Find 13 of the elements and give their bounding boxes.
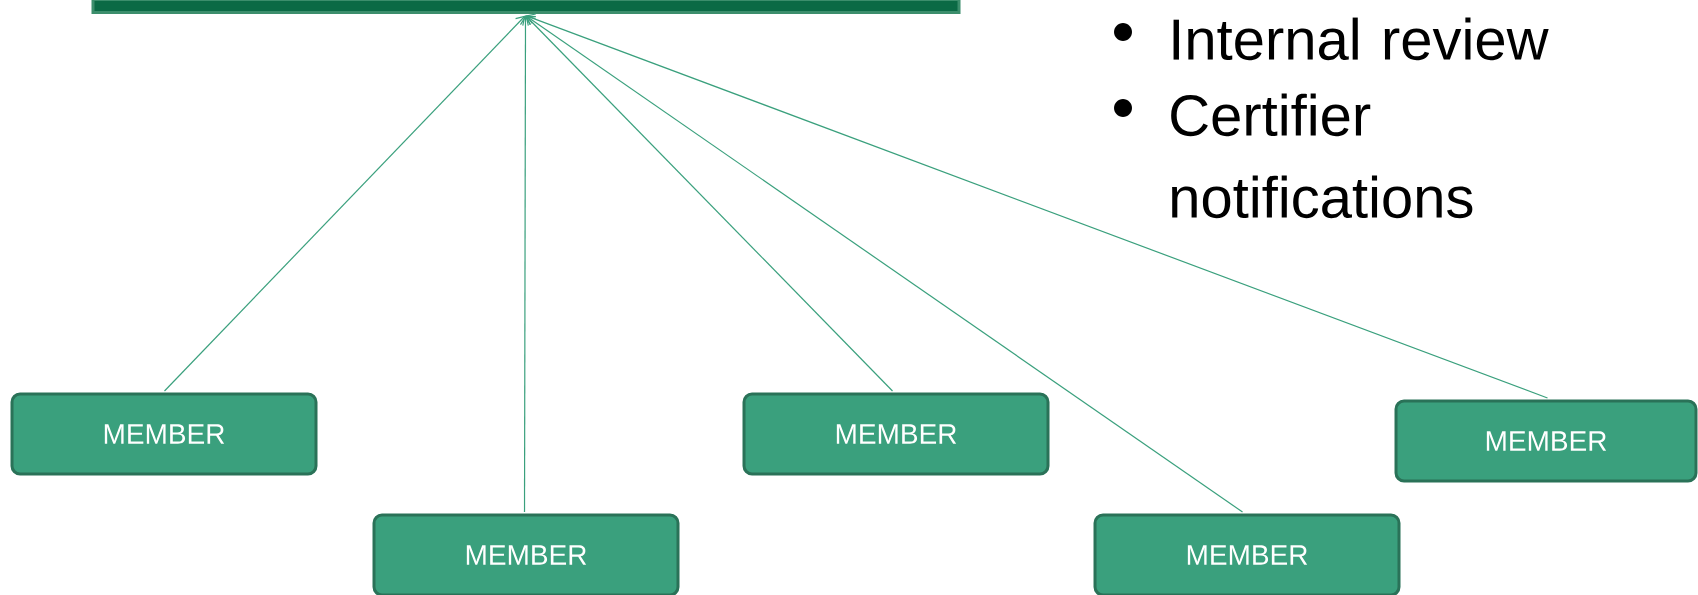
header-bar [91,0,961,14]
member-box: MEMBER [372,513,680,595]
bullet-text: Certifier notifications [1171,93,1473,219]
member-box: MEMBER [1093,513,1401,595]
member-box: MEMBER [1394,399,1698,483]
member-box: MEMBER [742,392,1050,476]
bullet-text: Internal review [1173,17,1549,61]
arrow [525,15,1244,513]
arrow [525,15,894,392]
arrow [525,13,1549,399]
arrow [519,15,532,513]
member-box: MEMBER [10,392,318,476]
arrow [163,15,526,392]
